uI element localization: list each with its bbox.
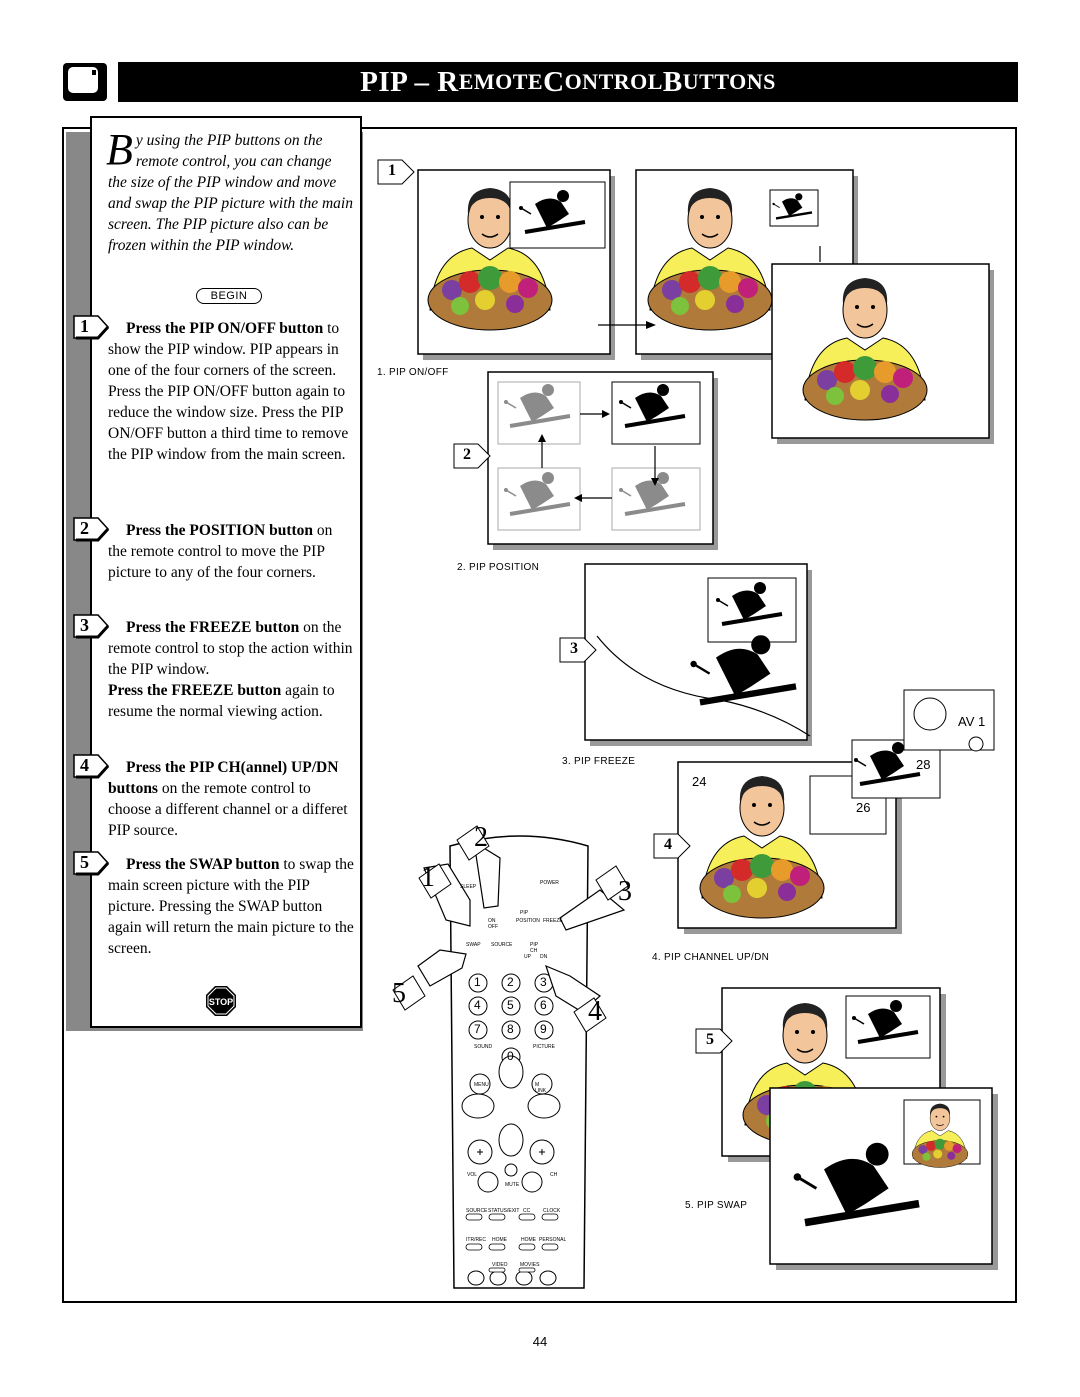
content-frame [62, 127, 1017, 1303]
remote-pip-dn-button[interactable]: DN [540, 954, 548, 960]
remote-callout-1: 1 [421, 862, 435, 893]
remote-pip-up-button[interactable]: UP [524, 954, 531, 960]
step-2: 2 Press the POSITION button on the remot… [72, 517, 354, 583]
step-number-badge: 3 [72, 613, 110, 639]
remote-pip-onoff-button[interactable]: ON OFF [488, 918, 498, 930]
remote-source-button[interactable]: SOURCE [491, 942, 513, 948]
step-number-badge: 1 [72, 314, 110, 340]
illustration-tag-2: 2 [463, 446, 471, 463]
stop-sign-icon: STOP [205, 985, 237, 1017]
intro-text: y using the PIP buttons on the remote co… [108, 132, 353, 254]
channel-26-label: 26 [856, 800, 871, 815]
remote-digit-0[interactable]: 0 [507, 1049, 514, 1063]
remote-swap-button[interactable]: SWAP [466, 942, 481, 948]
step-4: 4 Press the PIP CH(annel) UP/DN buttons … [72, 754, 354, 841]
step-number-badge: 4 [72, 753, 110, 779]
remote-ch-label: CH [550, 1172, 558, 1178]
remote-pip-label: PIP [520, 910, 529, 916]
illustration-tag-3: 3 [570, 640, 578, 657]
step-1: 1 Press the PIP ON/OFF button to show th… [72, 315, 354, 465]
caption-pip-swap: 5. PIP SWAP [685, 1200, 748, 1211]
remote-digit-1[interactable]: 1 [474, 975, 481, 989]
illustration-number-tags [377, 159, 733, 1054]
remote-home1-button[interactable]: HOME [492, 1237, 507, 1243]
remote-digit-6[interactable]: 6 [540, 998, 547, 1012]
remote-power-button[interactable]: POWER [540, 880, 559, 886]
remote-freeze-button[interactable]: FREEZE [543, 918, 563, 924]
remote-sleep-button[interactable]: SLEEP [460, 884, 477, 890]
remote-callout-5: 5 [392, 978, 406, 1009]
channel-24-label: 24 [692, 774, 707, 789]
caption-pip-freeze: 3. PIP FREEZE [562, 756, 636, 767]
text-panel [90, 116, 362, 1028]
remote-sound-button[interactable]: SOUND [474, 1044, 493, 1050]
remote-itr-rec-button[interactable]: ITR/REC [466, 1237, 486, 1243]
begin-badge: BEGIN [196, 288, 262, 304]
caption-pip-onoff: 1. PIP ON/OFF [377, 367, 449, 378]
remote-personal-button[interactable]: PERSONAL [539, 1237, 567, 1243]
remote-callout-4: 4 [588, 996, 602, 1027]
remote-movies-button[interactable]: MOVIES [520, 1262, 540, 1268]
remote-digit-5[interactable]: 5 [507, 998, 514, 1012]
illustration-tag-1: 1 [388, 162, 396, 179]
remote-pipch-label: PIP CH [530, 942, 538, 954]
step-number-badge: 5 [72, 850, 110, 876]
remote-source2-button[interactable]: SOURCE [466, 1208, 488, 1214]
caption-pip-position: 2. PIP POSITION [457, 562, 540, 573]
illustration-tag-4: 4 [664, 836, 672, 853]
svg-text:STOP: STOP [209, 997, 233, 1007]
remote-cc-button[interactable]: CC [523, 1208, 531, 1214]
remote-picture-button[interactable]: PICTURE [533, 1044, 555, 1050]
remote-callout-3: 3 [618, 876, 632, 907]
remote-digit-4[interactable]: 4 [474, 998, 481, 1012]
remote-digit-8[interactable]: 8 [507, 1022, 514, 1036]
remote-vol-label: VOL [467, 1172, 478, 1178]
remote-clock-button[interactable]: CLOCK [543, 1208, 561, 1214]
remote-digit-3[interactable]: 3 [540, 975, 547, 989]
remote-status-exit-button[interactable]: STATUS/EXIT [488, 1208, 520, 1214]
step-number-badge: 2 [72, 516, 110, 542]
remote-digit-2[interactable]: 2 [507, 975, 514, 989]
tv-icon [62, 62, 108, 102]
remote-video-button[interactable]: VIDEO [492, 1262, 508, 1268]
drop-cap: B [106, 125, 133, 174]
channel-28-label: 28 [916, 757, 931, 772]
av1-label: AV 1 [958, 714, 986, 729]
remote-callout-2: 2 [474, 822, 488, 853]
illustration-tag-5: 5 [706, 1031, 714, 1048]
remote-mlink-button[interactable]: M LINK [535, 1082, 547, 1094]
remote-position-button[interactable]: POSITION [516, 918, 540, 924]
remote-digit-9[interactable]: 9 [540, 1022, 547, 1036]
page-number: 44 [532, 1334, 548, 1349]
caption-pip-channel: 4. PIP CHANNEL UP/DN [652, 952, 770, 963]
step-5: 5 Press the SWAP button to swap the main… [72, 851, 354, 959]
remote-mute-button[interactable]: MUTE [505, 1182, 520, 1188]
step-3: 3 Press the FREEZE button on the remote … [72, 614, 354, 722]
remote-control [392, 825, 629, 1289]
remote-menu-button[interactable]: MENU [474, 1082, 489, 1088]
remote-digit-7[interactable]: 7 [474, 1022, 481, 1036]
remote-home2-button[interactable]: HOME [521, 1237, 536, 1243]
